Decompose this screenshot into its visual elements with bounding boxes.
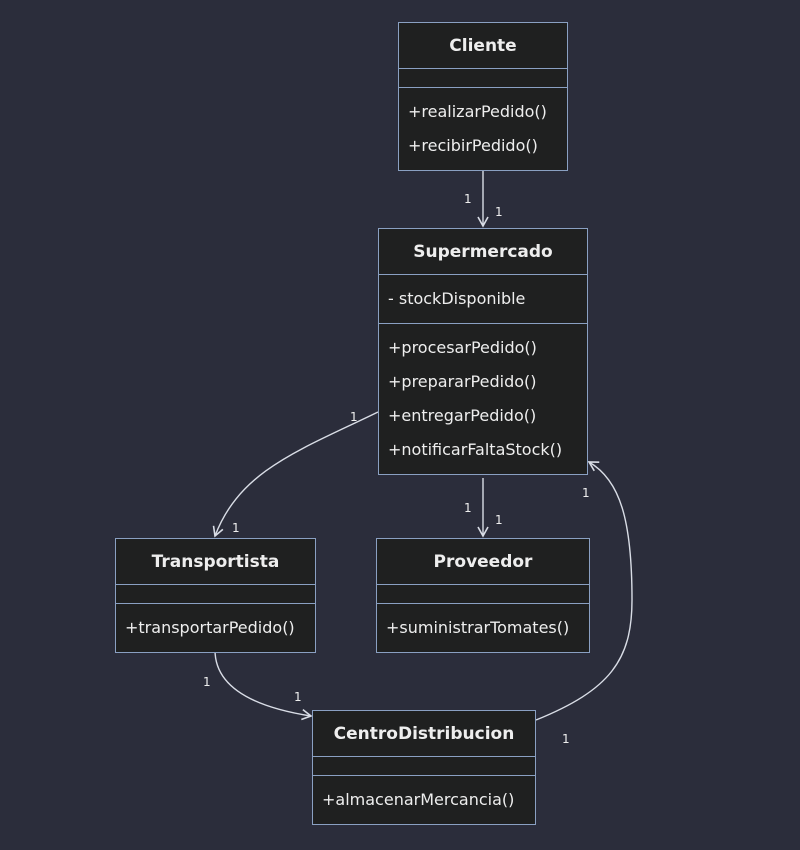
method: +entregarPedido() xyxy=(388,406,537,425)
class-name: Cliente xyxy=(399,23,567,69)
class-name: Supermercado xyxy=(379,229,587,275)
class-methods: +procesarPedido() +prepararPedido() +ent… xyxy=(379,324,587,474)
class-methods: +suministrarTomates() xyxy=(377,604,589,652)
mult-cliente-to: 1 xyxy=(495,205,503,219)
class-name: CentroDistribucion xyxy=(313,711,535,757)
method: +suministrarTomates() xyxy=(386,618,570,637)
class-attributes xyxy=(399,69,567,88)
class-methods: +realizarPedido() +recibirPedido() xyxy=(399,88,567,170)
class-methods: +almacenarMercancia() xyxy=(313,776,535,824)
class-cliente[interactable]: Cliente +realizarPedido() +recibirPedido… xyxy=(398,22,568,171)
class-attributes xyxy=(116,585,315,604)
mult-super-transp-to: 1 xyxy=(232,521,240,535)
class-name: Transportista xyxy=(116,539,315,585)
mult-super-prov-to: 1 xyxy=(495,513,503,527)
class-name: Proveedor xyxy=(377,539,589,585)
method: +almacenarMercancia() xyxy=(322,790,515,809)
mult-centro-super-to: 1 xyxy=(582,486,590,500)
class-transportista[interactable]: Transportista +transportarPedido() xyxy=(115,538,316,653)
method: +prepararPedido() xyxy=(388,372,537,391)
class-proveedor[interactable]: Proveedor +suministrarTomates() xyxy=(376,538,590,653)
edge-supermercado-transportista xyxy=(212,411,379,538)
class-attributes: - stockDisponible xyxy=(379,275,587,324)
mult-cliente-from: 1 xyxy=(464,192,472,206)
mult-transp-centro-to: 1 xyxy=(294,690,302,704)
method: +notificarFaltaStock() xyxy=(388,440,563,459)
mult-super-prov-from: 1 xyxy=(464,501,472,515)
mult-super-transp-from: 1 xyxy=(350,410,358,424)
class-methods: +transportarPedido() xyxy=(116,604,315,652)
class-centro-distribucion[interactable]: CentroDistribucion +almacenarMercancia() xyxy=(312,710,536,825)
method: +procesarPedido() xyxy=(388,338,537,357)
class-attributes xyxy=(313,757,535,776)
class-attributes xyxy=(377,585,589,604)
class-supermercado[interactable]: Supermercado - stockDisponible +procesar… xyxy=(378,228,588,475)
mult-centro-super-from: 1 xyxy=(562,732,570,746)
attribute: - stockDisponible xyxy=(388,289,526,308)
edge-transportista-centro xyxy=(214,649,313,721)
method: +recibirPedido() xyxy=(408,136,538,155)
method: +realizarPedido() xyxy=(408,102,547,121)
mult-transp-centro-from: 1 xyxy=(203,675,211,689)
method: +transportarPedido() xyxy=(125,618,295,637)
